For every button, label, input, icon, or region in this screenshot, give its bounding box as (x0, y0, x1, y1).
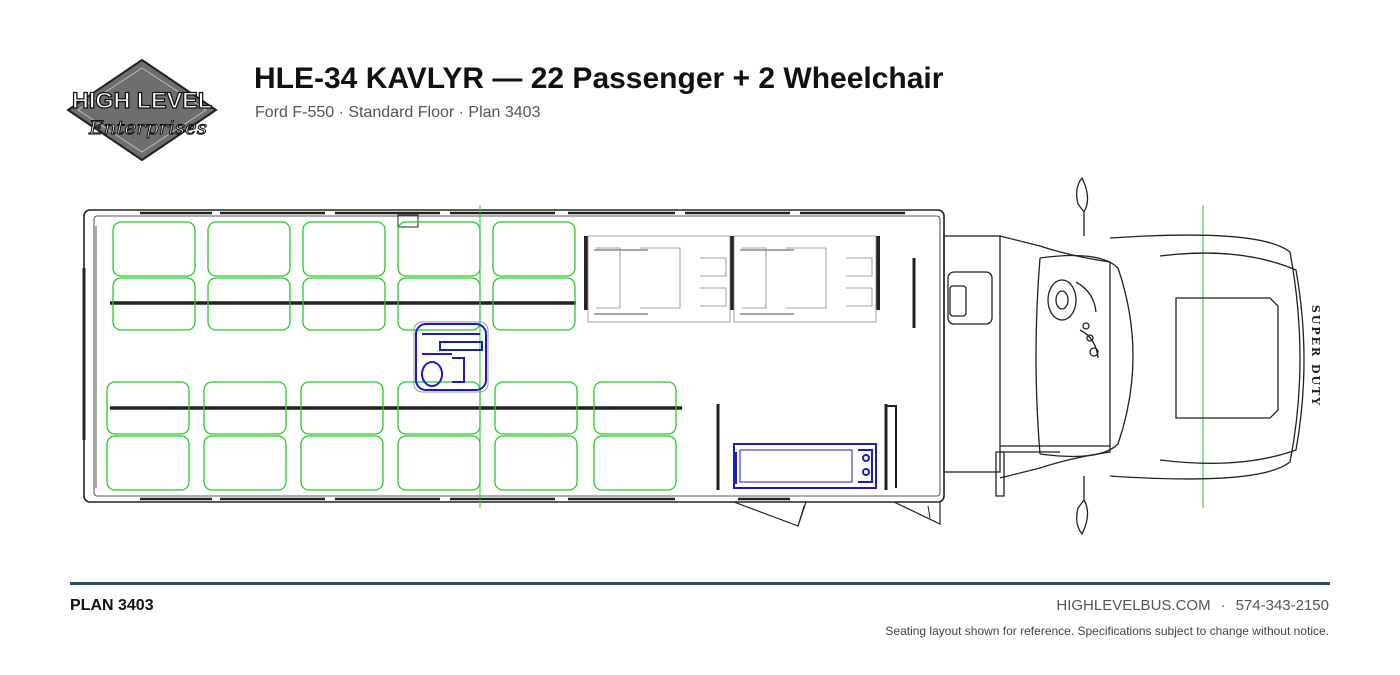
wheelchair-positions (587, 235, 877, 323)
page-title: HLE-34 KAVLYR — 22 Passenger + 2 Wheelch… (254, 62, 944, 95)
cab-and-hood (943, 176, 1305, 536)
logo-line1: HIGH LEVEL (72, 88, 212, 113)
floor-plan-diagram: SUPER DUTY (82, 176, 1322, 536)
side-wheelchair-lift (733, 443, 877, 489)
seat-row-left (112, 221, 576, 331)
passenger-seats (106, 205, 1204, 508)
plan-label: PLAN 3403 (70, 597, 154, 614)
contact-line: HIGHLEVELBUS.COM · 574-343-2150 (1056, 597, 1329, 614)
footer-divider (70, 582, 1330, 585)
hood-label: SUPER DUTY (1309, 305, 1322, 407)
rear-wheelchair-lift (413, 321, 489, 393)
contact-separator: · (1220, 597, 1226, 614)
logo-line2: Enterprises (88, 117, 207, 139)
bus-body-outline (82, 209, 945, 527)
seat-row-right (106, 381, 677, 491)
disclaimer-note: Seating layout shown for reference. Spec… (885, 624, 1329, 638)
phone-number[interactable]: 574-343-2150 (1235, 597, 1329, 614)
page-subtitle: Ford F-550 · Standard Floor · Plan 3403 (255, 104, 541, 121)
website-link[interactable]: HIGHLEVELBUS.COM (1056, 597, 1211, 614)
company-logo: HIGH LEVEL Enterprises (66, 58, 218, 162)
